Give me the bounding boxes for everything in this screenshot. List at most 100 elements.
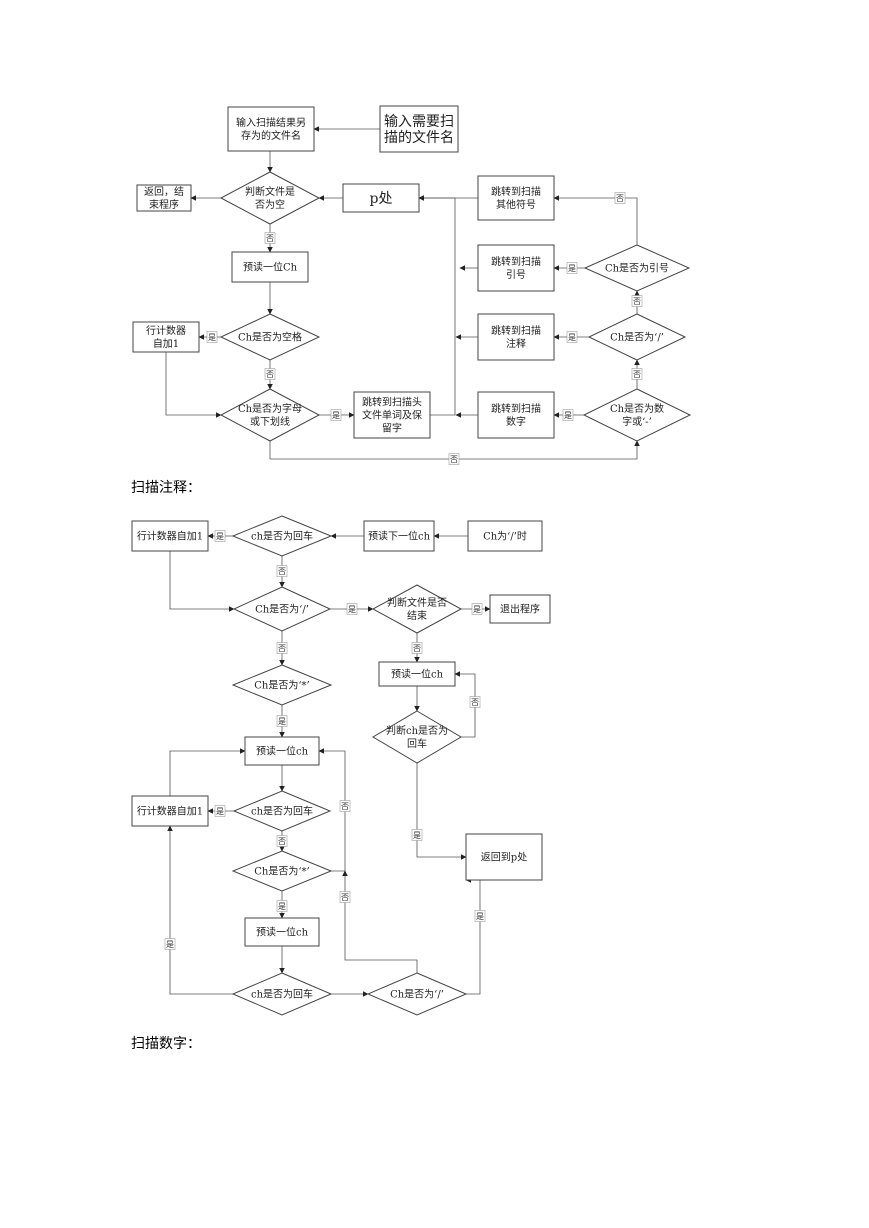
svg-text:是: 是 xyxy=(568,264,576,273)
svg-text:是: 是 xyxy=(208,333,216,342)
svg-text:否: 否 xyxy=(341,802,349,811)
svg-text:是: 是 xyxy=(278,717,286,726)
node-text: 留字 xyxy=(382,422,402,435)
node-text: 回车 xyxy=(407,737,427,750)
node-counter2: 行计数器自加1 xyxy=(131,795,209,827)
node-return-p: 返回到p处 xyxy=(465,833,543,881)
node-text: 判断ch是否为 xyxy=(386,724,448,737)
edge-label-yes: 是 xyxy=(474,910,486,922)
node-text: 行计数器 xyxy=(146,324,186,337)
edge-labels-layer: 否是否是否是否是否是否是否是是否否是否是是否否是否是是 xyxy=(164,192,643,950)
node-text: 跳转到扫描 xyxy=(491,324,541,337)
node-text: ch是否为回车 xyxy=(251,988,313,1001)
node-text: 返回到p处 xyxy=(481,852,527,864)
node-text: 返回，结 xyxy=(144,185,184,198)
edge-11 xyxy=(418,195,456,416)
node-text: Ch是否为空格 xyxy=(238,331,302,344)
node-preread-m2: 预读一位ch xyxy=(244,917,320,947)
node-text: 判断文件是否 xyxy=(387,596,447,609)
svg-text:是: 是 xyxy=(473,605,481,614)
node-text: 其他符号 xyxy=(496,198,536,211)
node-text: 跳转到扫描 xyxy=(491,402,541,415)
node-text: Ch是否为‘/’ xyxy=(610,332,664,344)
node-is-slash3: Ch是否为‘/’ xyxy=(366,972,468,1016)
edge-label-yes: 是 xyxy=(346,603,358,615)
node-is-star2: Ch是否为‘*’ xyxy=(231,850,333,892)
node-is-return2: ch是否为回车 xyxy=(232,790,332,832)
node-text: Ch是否为‘/’ xyxy=(390,989,444,1001)
edge-label-no: 否 xyxy=(614,192,626,204)
node-text: 数字 xyxy=(506,415,526,428)
node-text: 结束 xyxy=(407,609,427,622)
edge-label-yes: 是 xyxy=(276,900,288,912)
node-text: 跳转到扫描头 xyxy=(362,396,422,409)
edge-26 xyxy=(169,551,235,612)
node-preread-m: 预读一位ch xyxy=(244,736,320,766)
node-text: Ch是否为数 xyxy=(610,402,664,415)
node-text: Ch为‘/’时 xyxy=(483,531,527,543)
edge-label-yes: 是 xyxy=(330,409,342,421)
node-p-place: p处 xyxy=(342,183,420,213)
node-line-counter: 行计数器自加1 xyxy=(132,321,200,353)
node-exit-prog: 退出程序 xyxy=(489,594,551,624)
edge-label-no: 否 xyxy=(276,835,288,847)
edge-label-yes: 是 xyxy=(471,603,483,615)
node-is-star1: Ch是否为‘*’ xyxy=(231,664,333,706)
svg-text:否: 否 xyxy=(450,455,458,464)
edge-label-no: 否 xyxy=(631,368,643,380)
svg-text:是: 是 xyxy=(348,605,356,614)
node-text: 字或‘-’ xyxy=(622,415,652,428)
edge-label-yes: 是 xyxy=(566,262,578,274)
node-text: 判断文件是 xyxy=(245,185,295,198)
svg-text:是: 是 xyxy=(476,912,484,921)
node-text: Ch是否为字母 xyxy=(238,402,302,415)
node-text: p处 xyxy=(370,191,393,207)
node-text: 预读一位ch xyxy=(256,745,309,758)
node-text: 引号 xyxy=(506,269,526,281)
svg-text:否: 否 xyxy=(616,194,624,203)
node-preread-r: 预读一位ch xyxy=(378,661,456,687)
edge-label-yes: 是 xyxy=(276,715,288,727)
edge-label-no: 否 xyxy=(339,800,351,812)
node-text: Ch是否为‘*’ xyxy=(254,866,309,878)
edge-33 xyxy=(416,763,467,860)
node-text: 存为的文件名 xyxy=(241,129,301,142)
svg-text:否: 否 xyxy=(471,698,479,707)
edge-label-no: 否 xyxy=(264,368,276,380)
edge-12 xyxy=(553,195,638,245)
node-text: 预读一位ch xyxy=(391,668,444,681)
node-preread: 预读一位Ch xyxy=(231,251,309,283)
edge-label-yes: 是 xyxy=(214,805,226,817)
node-is-quote: Ch是否为引号 xyxy=(583,244,691,292)
node-text: 跳转到扫描 xyxy=(491,255,541,268)
edge-label-no: 否 xyxy=(469,696,481,708)
node-text: 描的文件名 xyxy=(384,130,454,146)
node-preread-next: 预读下一位ch xyxy=(363,520,435,552)
edge-label-yes: 是 xyxy=(411,829,423,841)
node-text: 或下划线 xyxy=(250,415,290,428)
node-ch-slash-time: Ch为‘/’时 xyxy=(467,520,543,552)
heading-scan-comment: 扫描注释： xyxy=(131,480,201,496)
node-is-space: Ch是否为空格 xyxy=(219,313,321,361)
svg-text:是: 是 xyxy=(413,831,421,840)
node-text: 束程序 xyxy=(149,198,179,211)
svg-text:否: 否 xyxy=(341,893,349,902)
svg-text:是: 是 xyxy=(568,333,576,342)
svg-text:否: 否 xyxy=(278,644,286,653)
node-text: 输入需要扫 xyxy=(384,114,454,130)
node-text: Ch是否为引号 xyxy=(605,263,669,275)
edge-label-no: 否 xyxy=(276,565,288,577)
svg-text:是: 是 xyxy=(166,940,174,949)
node-text: 预读一位ch xyxy=(256,926,309,939)
svg-text:是: 是 xyxy=(564,411,572,420)
node-text: 输入扫描结果另 xyxy=(236,116,306,129)
node-text: ch是否为回车 xyxy=(251,530,313,543)
svg-text:是: 是 xyxy=(278,902,286,911)
